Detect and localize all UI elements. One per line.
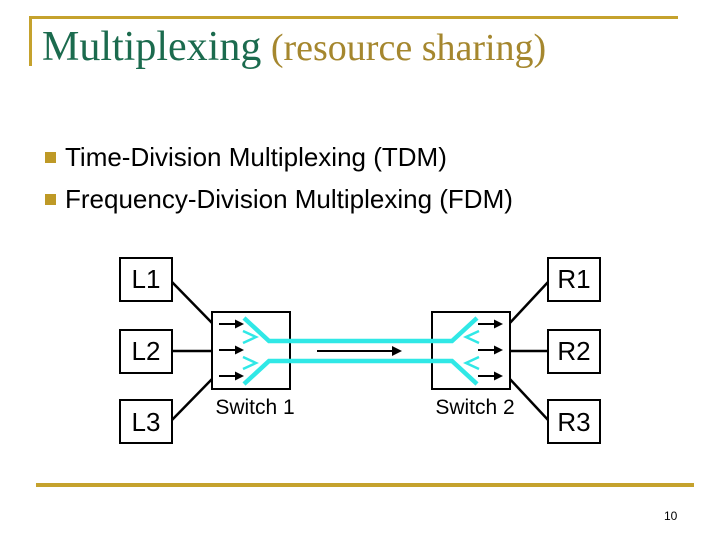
split-chevron-icon [463, 355, 480, 371]
link-line-r1 [507, 280, 550, 326]
flow-arrow-icon [219, 319, 244, 329]
node-box-r3 [547, 399, 601, 444]
bullet-square-icon [45, 151, 56, 163]
flow-arrow-icon [478, 345, 503, 355]
flow-arrow-icon [478, 371, 503, 381]
node-label-l3: L3 [132, 407, 161, 437]
switch-2-label: Switch 2 [435, 396, 514, 419]
bullet-text-tdm: Time-Division Multiplexing (TDM) [65, 141, 447, 172]
node-label-r1: R1 [557, 264, 590, 294]
node-label-r3: R3 [557, 407, 590, 437]
merge-chevron-icon [242, 329, 259, 345]
shared-link-pipe-top [242, 316, 479, 344]
node-label-l2: L2 [132, 336, 161, 366]
bullet-square-icon [45, 193, 56, 205]
bullet-item-tdm: Time-Division Multiplexing (TDM) [45, 136, 513, 178]
top-rule [29, 16, 678, 19]
node-label-r2: R2 [557, 336, 590, 366]
flow-arrow-icon [219, 345, 244, 355]
title-main-text: Multiplexing [42, 24, 262, 70]
link-line-l1 [170, 280, 215, 326]
switch-1-label: Switch 1 [215, 396, 294, 419]
bullet-list: Time-Division Multiplexing (TDM) Frequen… [45, 136, 513, 220]
node-box-l2 [119, 329, 173, 374]
node-box-r1 [547, 257, 601, 302]
bottom-rule [36, 483, 694, 487]
bullet-text-fdm: Frequency-Division Multiplexing (FDM) [65, 183, 513, 214]
node-box-r2 [547, 329, 601, 374]
shared-link-pipe-bottom [242, 358, 479, 386]
merge-chevron-icon [242, 355, 259, 371]
bullet-item-fdm: Frequency-Division Multiplexing (FDM) [45, 178, 513, 220]
page-title: Multiplexing (resource sharing) [42, 26, 546, 68]
title-accent-bar [29, 16, 32, 66]
link-line-r3 [507, 376, 550, 422]
split-chevron-icon [463, 329, 480, 345]
link-line-l3 [170, 376, 215, 422]
node-box-l3 [119, 399, 173, 444]
node-box-l1 [119, 257, 173, 302]
node-label-l1: L1 [132, 264, 161, 294]
flow-arrow-icon [219, 371, 244, 381]
page-number: 10 [664, 509, 678, 523]
trunk-arrow-icon [317, 346, 402, 356]
flow-arrow-icon [478, 319, 503, 329]
title-paren-text: (resource sharing) [261, 27, 547, 69]
